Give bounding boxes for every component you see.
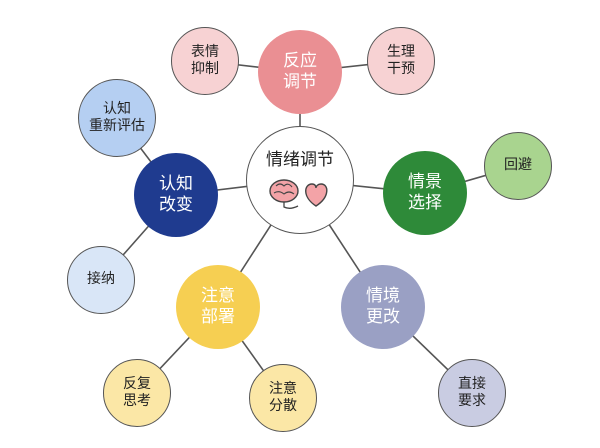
node-response-regulation: 反应 调节 bbox=[258, 30, 342, 114]
leaf-avoidance-line1: 回避 bbox=[504, 157, 532, 174]
leaf-direct-demand-line1: 直接 bbox=[458, 375, 486, 392]
leaf-suppression-line2: 抑制 bbox=[191, 61, 219, 77]
node-attention-line2: 部署 bbox=[201, 307, 235, 327]
leaf-cognitive-reappraisal: 认知 重新评估 bbox=[78, 79, 156, 157]
node-modify-line1: 情境 bbox=[366, 285, 400, 306]
leaf-rumination-line2: 思考 bbox=[123, 393, 151, 409]
node-modify-line2: 更改 bbox=[366, 307, 400, 327]
center-node-emotion-regulation: 情绪调节 bbox=[246, 126, 354, 234]
node-cognitive-line1: 认知 bbox=[159, 173, 193, 194]
leaf-reappraisal-line2: 重新评估 bbox=[89, 118, 145, 134]
leaf-rumination: 反复 思考 bbox=[103, 359, 171, 427]
node-cognitive-change: 认知 改变 bbox=[134, 153, 218, 237]
node-response-line2: 调节 bbox=[283, 72, 317, 92]
node-select-line2: 选择 bbox=[408, 193, 442, 213]
leaf-avoidance: 回避 bbox=[484, 132, 552, 200]
leaf-expression-suppression: 表情 抑制 bbox=[171, 27, 239, 95]
leaf-direct-demand: 直接 要求 bbox=[438, 359, 506, 427]
center-icons bbox=[269, 178, 328, 209]
node-cognitive-line2: 改变 bbox=[159, 195, 193, 215]
brain-icon bbox=[269, 178, 299, 209]
node-situation-selection: 情景 选择 bbox=[383, 151, 467, 235]
node-select-line1: 情景 bbox=[408, 171, 442, 192]
leaf-acceptance: 接纳 bbox=[67, 246, 135, 314]
node-attention-deployment: 注意 部署 bbox=[176, 265, 260, 349]
leaf-physiology-line2: 干预 bbox=[387, 61, 415, 77]
leaf-physiology-line1: 生理 bbox=[387, 43, 415, 60]
leaf-distraction-line2: 分散 bbox=[269, 398, 297, 414]
node-response-line1: 反应 bbox=[283, 50, 317, 71]
leaf-rumination-line1: 反复 bbox=[123, 375, 151, 392]
leaf-distraction-line1: 注意 bbox=[269, 380, 297, 397]
leaf-attention-distraction: 注意 分散 bbox=[249, 364, 317, 432]
center-title: 情绪调节 bbox=[266, 150, 334, 171]
leaf-reappraisal-line1: 认知 bbox=[103, 100, 131, 117]
leaf-suppression-line1: 表情 bbox=[191, 43, 219, 60]
leaf-acceptance-line1: 接纳 bbox=[87, 271, 115, 288]
leaf-direct-demand-line2: 要求 bbox=[458, 393, 486, 409]
node-attention-line1: 注意 bbox=[201, 285, 235, 306]
leaf-physiological-intervention: 生理 干预 bbox=[367, 27, 435, 95]
node-situation-modification: 情境 更改 bbox=[341, 265, 425, 349]
heart-icon bbox=[305, 182, 328, 207]
